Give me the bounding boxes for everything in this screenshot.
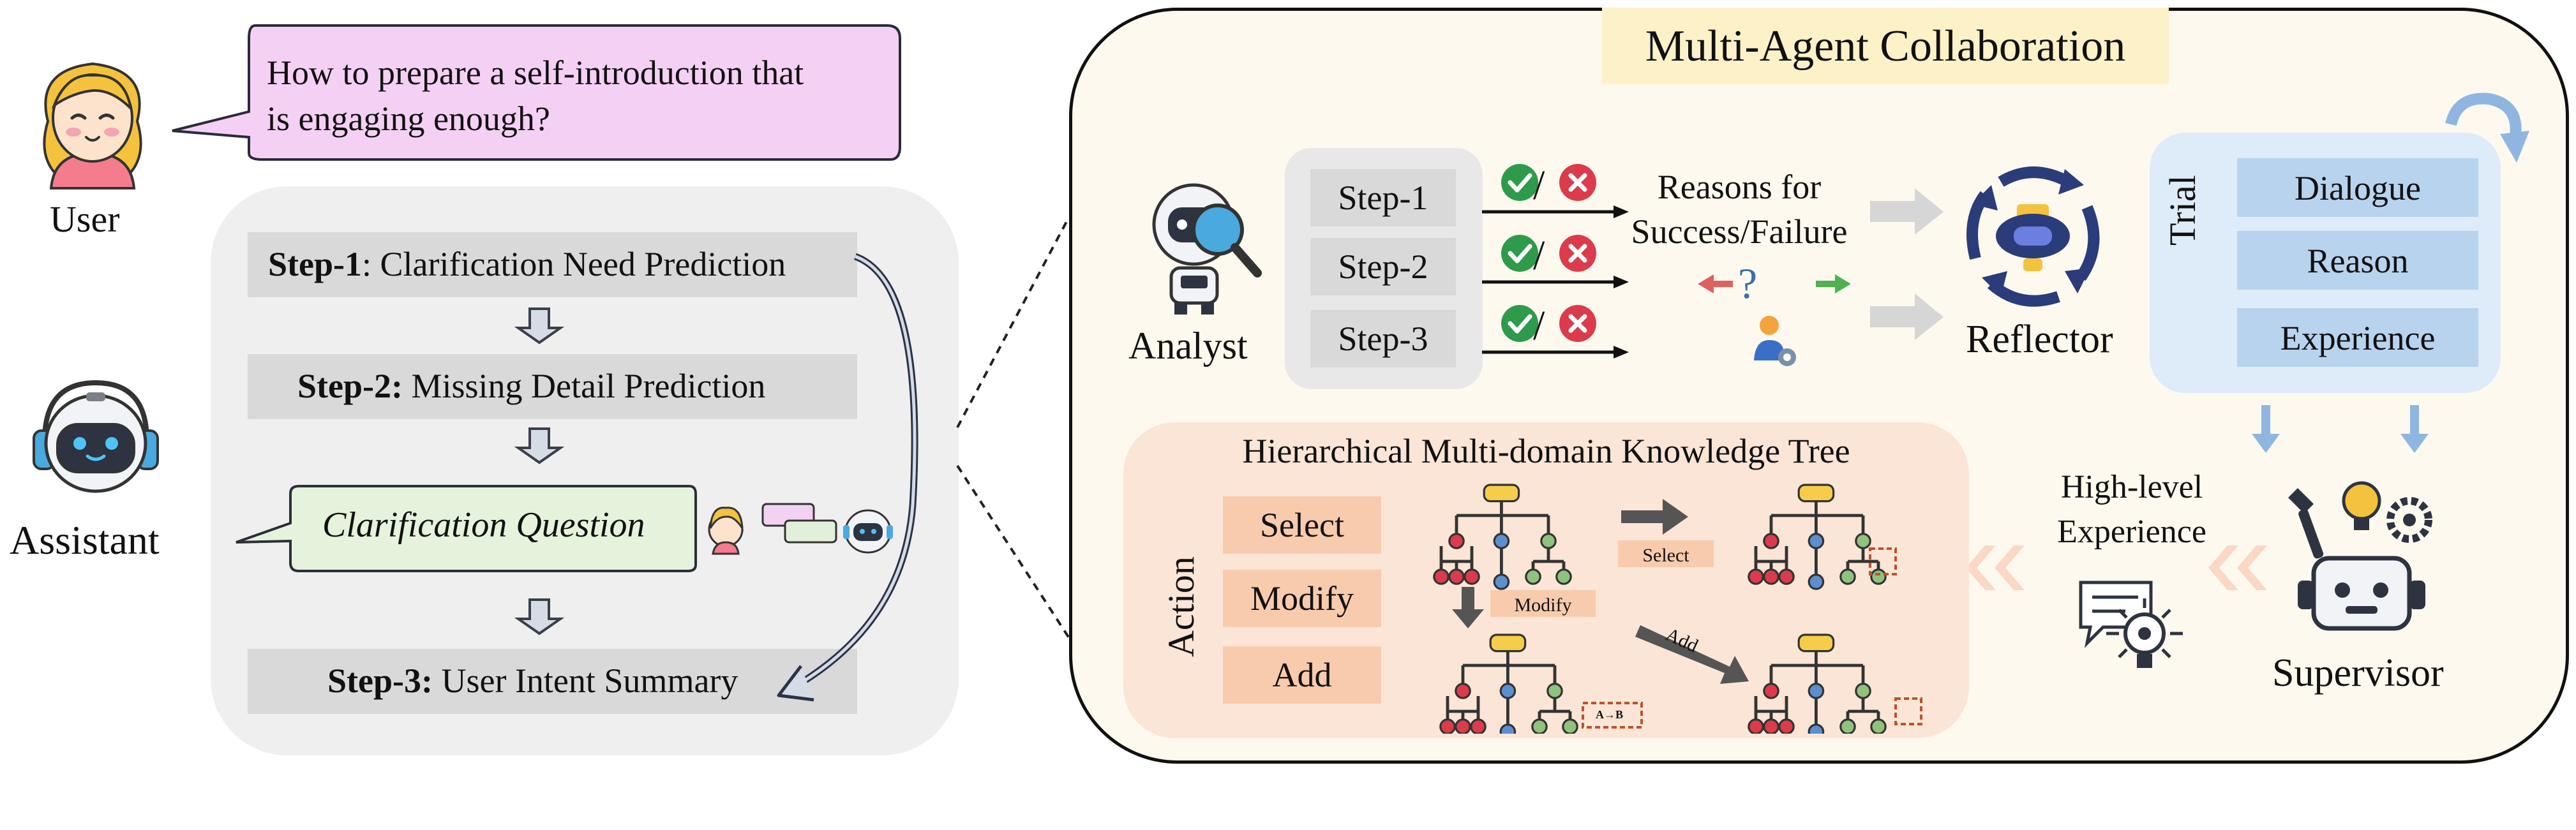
supervisor-robot-icon: [2288, 481, 2432, 631]
step2-description: Missing Detail Prediction: [402, 367, 766, 405]
step3-description: User Intent Summary: [432, 662, 738, 700]
user-question-line2: is engaging enough?: [267, 100, 550, 138]
reasoning-icon: [1698, 274, 1851, 366]
analyst-step1-box: [1310, 169, 1456, 226]
check-icon: [1501, 305, 1538, 342]
lightbulb-icon: [2342, 481, 2381, 521]
trial-item-experience: [2237, 308, 2478, 367]
step2-text: Step-2: Missing Detail Prediction: [297, 364, 765, 408]
trial-item-reason-label: Reason: [2307, 242, 2409, 280]
tree-selected: [1749, 485, 1885, 589]
trial-item-experience-label: Experience: [2280, 319, 2436, 357]
tree-original: [1434, 485, 1571, 589]
step1-label: Step-1: [268, 245, 362, 283]
analyst-label: Analyst: [1128, 325, 1248, 367]
cross-icon: [1559, 235, 1596, 272]
experience-brain-icon: [2079, 581, 2183, 668]
curved-arrow-head: [777, 665, 814, 702]
gear-icon: [2386, 497, 2432, 543]
action-modify-box: [1223, 570, 1381, 627]
select-arrow-icon: [1621, 499, 1688, 535]
modify-tag: Modify: [1514, 595, 1572, 616]
step2-box: [248, 354, 857, 419]
user-gear-icon: [1754, 316, 1796, 366]
analyst-robot-icon: [1152, 183, 1262, 315]
step2-label: Step-2:: [297, 367, 403, 405]
wrench-icon: [2288, 488, 2314, 514]
knowledge-trees: [1430, 478, 1922, 734]
ab-tag: A→B: [1596, 708, 1624, 721]
orange-chevrons-icon: [1966, 545, 2267, 590]
action-add-label: Add: [1272, 656, 1332, 694]
reasons-line1: Reasons for: [1657, 168, 1822, 206]
user-label: User: [50, 198, 120, 240]
analyst-step2-box: [1310, 238, 1456, 295]
collab-title: Multi-Agent Collaboration: [1645, 22, 2126, 71]
step3-text: Step-3: User Intent Summary: [327, 659, 738, 702]
knowledge-tree-title: Hierarchical Multi-domain Knowledge Tree: [1242, 432, 1850, 470]
check-icon: [1501, 164, 1538, 201]
analyst-step2-label: Step-2: [1338, 248, 1428, 286]
refresh-loop-icon: [2445, 93, 2529, 163]
trial-item-dialogue-label: Dialogue: [2295, 169, 2421, 207]
assistant-label: Assistant: [10, 517, 160, 563]
analyst-step3-box: [1310, 310, 1456, 367]
down-arrow-icon: [514, 598, 565, 635]
high-level-experience-line1: High-level: [2060, 469, 2203, 505]
left-arrow-icon: [1698, 274, 1733, 293]
slash-2: /: [1533, 232, 1545, 279]
assistant-robot-icon: [33, 380, 159, 493]
user-question-bubble: [172, 24, 901, 161]
reflector-cycle-icon: [1966, 167, 2100, 307]
slash-3: /: [1533, 302, 1545, 349]
reflector-label: Reflector: [1966, 318, 2113, 361]
user-avatar-icon: [43, 62, 142, 189]
add-arrow-icon: [1635, 625, 1749, 684]
evaluation-marks: [1482, 164, 1629, 359]
cross-icon: [1559, 305, 1596, 342]
step1-description: : Clarification Need Prediction: [362, 245, 786, 283]
tree-modified: [1441, 635, 1577, 734]
trial-item-reason: [2237, 231, 2478, 290]
action-select-box: [1223, 496, 1381, 554]
cross-icon: [1559, 164, 1596, 201]
high-level-experience-line2: Experience: [2057, 514, 2206, 550]
modify-arrow-icon: [1452, 587, 1484, 628]
action-select-label: Select: [1260, 506, 1344, 544]
curved-arrow-outline: [786, 253, 918, 693]
zoom-dashed-lines: [956, 216, 1070, 639]
title-box: [1602, 8, 2169, 84]
grey-arrows: [1870, 188, 1943, 340]
step1-box: [248, 232, 857, 297]
right-arrow-icon: [1816, 274, 1851, 293]
down-arrow-icon: [514, 308, 565, 345]
reasons-line2: Success/Failure: [1631, 212, 1848, 251]
clarification-question-text: Clarification Question: [322, 505, 645, 545]
action-modify-label: Modify: [1250, 579, 1354, 618]
trial-label: Trial: [2162, 175, 2203, 246]
supervisor-label: Supervisor: [2272, 651, 2444, 695]
assistant-flow-arrows: [514, 253, 918, 702]
step3-label: Step-3:: [327, 662, 433, 700]
down-arrow-icon: [514, 427, 565, 464]
clarification-bubble: [236, 485, 697, 572]
slash-1: /: [1533, 162, 1545, 209]
check-icon: [1501, 235, 1538, 272]
dialogue-icon: [708, 503, 893, 555]
analyst-step3-label: Step-3: [1338, 320, 1428, 358]
select-tag: Select: [1642, 545, 1689, 566]
analyst-step1-label: Step-1: [1338, 179, 1428, 217]
user-question-line1: How to prepare a self-introduction that: [267, 54, 804, 92]
step1-text: Step-1: Clarification Need Prediction: [268, 242, 786, 286]
action-label: Action: [1160, 556, 1202, 657]
blue-down-arrows: [2252, 405, 2429, 453]
action-add-box: [1223, 646, 1381, 704]
question-mark-icon: ?: [1738, 259, 1758, 308]
step3-box: [248, 649, 857, 714]
trial-item-dialogue: [2237, 158, 2478, 217]
tree-added: [1749, 635, 1885, 734]
